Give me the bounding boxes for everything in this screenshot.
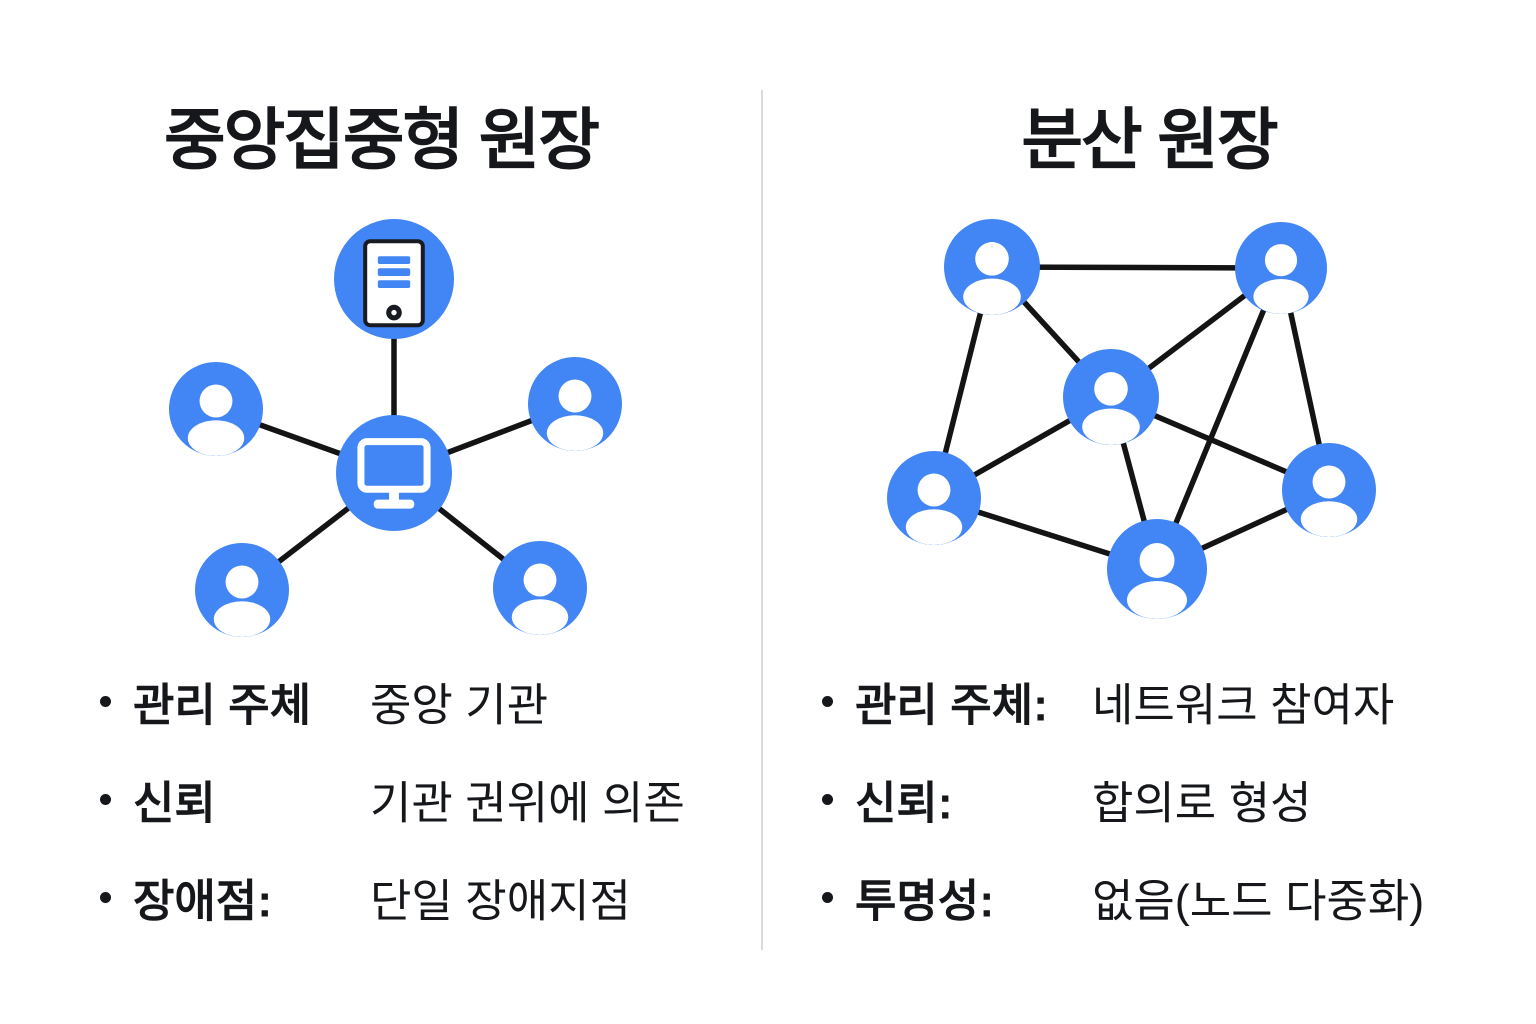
bullet-row-transparency: 투명성: 없음(노드 다중화) (822, 848, 1482, 946)
bullet-value: 단일 장애지점 (370, 875, 631, 927)
bullet-value: 네트워크 참여자 (1092, 679, 1395, 731)
bullet-row-failure-point: 장애점: 단일 장애지점 (100, 848, 760, 946)
bullet-value: 합의로 형성 (1092, 777, 1312, 829)
server-node-icon (334, 219, 454, 339)
bullet-dot (100, 794, 111, 805)
network-link (1154, 265, 1284, 572)
centralized-ledger-title: 중앙집중형 원장 (163, 103, 600, 178)
distributed-network-diagram (887, 219, 1376, 619)
bullet-value: 없음(노드 다중화) (1092, 875, 1425, 927)
user-node-icon (493, 541, 587, 635)
bullet-label: 장애점: (133, 875, 273, 927)
bullet-row-admin: 관리 주체 중앙 기관 (100, 652, 760, 750)
bullet-row-admin: 관리 주체: 네트워크 참여자 (822, 652, 1482, 750)
distributed-bullet-list: 관리 주체: 네트워크 참여자 신뢰: 합의로 형성 투명성: 없음(노드 다중… (822, 652, 1482, 946)
user-node-icon (1235, 222, 1327, 314)
bullet-label: 신뢰: (855, 777, 953, 829)
user-node-icon (528, 357, 622, 451)
user-node-icon (1107, 519, 1207, 619)
bullet-dot (100, 892, 111, 903)
bullet-value: 중앙 기관 (370, 679, 549, 731)
column-divider (761, 90, 763, 950)
distributed-ledger-panel: 분산 원장 관리 주체: 네트워크 참여자 신뢰: 합의로 형성 투명성: 없음… (762, 0, 1536, 1024)
bullet-label: 신뢰 (133, 777, 216, 829)
centralized-bullet-list: 관리 주체 중앙 기관 신뢰 기관 권위에 의존 장애점: 단일 장애지점 (100, 652, 760, 946)
bullet-row-trust: 신뢰: 합의로 형성 (822, 750, 1482, 848)
bullet-dot (822, 696, 833, 707)
distributed-ledger-title: 분산 원장 (1021, 103, 1278, 178)
bullet-value: 기관 권위에 의존 (370, 777, 685, 829)
network-link (989, 264, 1284, 271)
user-node-icon (1282, 443, 1376, 537)
user-node-icon (169, 362, 263, 456)
bullet-label: 관리 주체 (133, 679, 312, 731)
bullet-label: 투명성: (855, 875, 995, 927)
centralized-ledger-panel: 중앙집중형 원장 관리 주체 중앙 기관 신뢰 기관 권위에 의존 장애점: 단… (0, 0, 762, 1024)
bullet-dot (822, 794, 833, 805)
bullet-dot (100, 696, 111, 707)
user-node-icon (944, 219, 1040, 315)
bullet-dot (822, 892, 833, 903)
user-node-icon (1063, 349, 1159, 445)
centralized-network-diagram (169, 219, 622, 637)
user-node-icon (887, 451, 981, 545)
user-node-icon (195, 543, 289, 637)
hub-node-icon (336, 415, 452, 531)
bullet-row-trust: 신뢰 기관 권위에 의존 (100, 750, 760, 848)
bullet-label: 관리 주체: (855, 679, 1049, 731)
